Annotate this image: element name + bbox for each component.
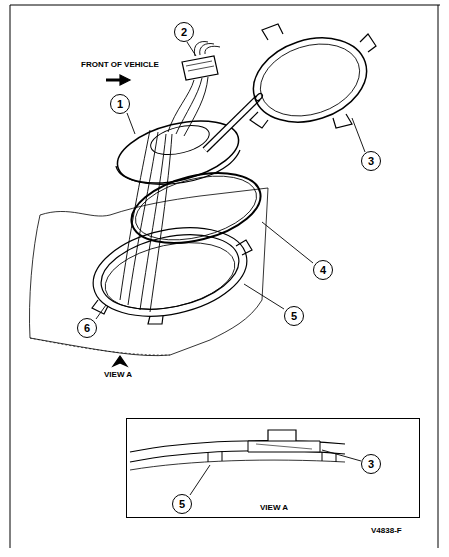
- callout-number: 1: [110, 94, 130, 114]
- caption-text: VIEW A: [103, 370, 133, 379]
- caption-text: FRONT OF VEHICLE: [80, 60, 160, 69]
- callout-number: 6: [77, 318, 97, 338]
- callout-number: 3: [361, 151, 381, 171]
- view-title: VIEW A: [259, 503, 289, 512]
- callout-number: 3: [361, 454, 381, 474]
- caption-text: V4838-F: [370, 526, 403, 535]
- callout-number: 5: [172, 494, 192, 514]
- callout-number: 4: [313, 260, 333, 280]
- callout-number: 5: [284, 306, 304, 326]
- callout-number: 2: [174, 22, 194, 42]
